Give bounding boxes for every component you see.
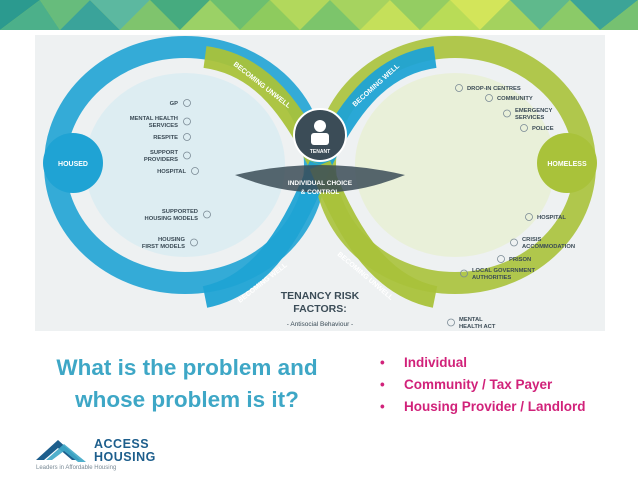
headline: What is the problem and whose problem is… bbox=[22, 352, 352, 416]
left-marker-icon bbox=[190, 238, 198, 247]
right-marker-icon bbox=[503, 109, 511, 118]
housed-label: HOUSED bbox=[58, 161, 88, 168]
center-label-line1: INDIVIDUAL CHOICE bbox=[288, 180, 353, 187]
center-label-line2: & CONTROL bbox=[301, 189, 340, 196]
housing-cycle-diagram: HOUSED HOMELESS TENANT INDIVIDUAL CHOICE… bbox=[35, 35, 605, 331]
left-item-label: SERVICES bbox=[149, 123, 178, 129]
access-housing-logo: ACCESS HOUSING Leaders in Affordable Hou… bbox=[36, 436, 206, 476]
tenancy-risk-item: - Antisocial Behaviour - bbox=[287, 321, 353, 328]
left-item-label: MENTAL HEALTH bbox=[130, 116, 178, 122]
right-item-label: SERVICES bbox=[515, 115, 544, 121]
tenant-label: TENANT bbox=[310, 149, 330, 155]
stakeholder-list: Individual Community / Tax Payer Housing… bbox=[378, 352, 586, 418]
left-item-label: HOUSING MODELS bbox=[145, 216, 199, 222]
right-item-label: HOSPITAL bbox=[537, 215, 566, 221]
left-marker-icon bbox=[183, 133, 191, 141]
left-item-label: HOSPITAL bbox=[157, 169, 186, 175]
tenancy-risk-title-line1: TENANCY RISK bbox=[281, 290, 360, 302]
right-marker-icon bbox=[460, 269, 468, 278]
headline-line2: whose problem is it? bbox=[75, 387, 299, 412]
left-marker-icon bbox=[183, 117, 191, 126]
right-marker-icon bbox=[510, 238, 518, 247]
bullet-housing-provider: Housing Provider / Landlord bbox=[378, 396, 586, 418]
left-item-label: PROVIDERS bbox=[144, 157, 178, 163]
right-marker-icon bbox=[520, 124, 528, 132]
tenancy-risk-title-line2: FACTORS: bbox=[293, 303, 346, 315]
bullet-community: Community / Tax Payer bbox=[378, 374, 586, 396]
homeless-label: HOMELESS bbox=[547, 161, 587, 168]
right-item-label: CRISIS bbox=[522, 237, 541, 243]
left-item-label: GP bbox=[170, 101, 179, 107]
roof-icon bbox=[36, 440, 86, 462]
right-marker-icon bbox=[485, 94, 493, 102]
left-item-label: SUPPORTED bbox=[162, 209, 198, 215]
left-marker-icon bbox=[203, 210, 211, 219]
right-item-label: MENTAL bbox=[459, 317, 483, 323]
left-marker-icon bbox=[183, 99, 191, 107]
left-marker-icon bbox=[183, 151, 191, 160]
decorative-triangle-banner bbox=[0, 0, 638, 30]
left-item-label: FIRST MODELS bbox=[142, 244, 185, 250]
right-marker-icon bbox=[525, 213, 533, 221]
right-item-label: AUTHORITIES bbox=[472, 275, 511, 281]
left-item-label: SUPPORT bbox=[150, 150, 178, 156]
headline-line1: What is the problem and bbox=[56, 355, 318, 380]
logo-name: ACCESS HOUSING bbox=[94, 438, 156, 464]
right-item-label: ACCOMMODATION bbox=[522, 244, 575, 250]
left-item-label: HOUSING bbox=[158, 237, 186, 243]
right-item-label: COMMUNITY bbox=[497, 96, 533, 102]
right-item-label: LOCAL GOVERNMENT bbox=[472, 268, 535, 274]
right-item-label: DROP-IN CENTRES bbox=[467, 86, 521, 92]
logo-name-line1: ACCESS bbox=[94, 437, 150, 451]
right-item-label: POLICE bbox=[532, 126, 554, 132]
logo-name-line2: HOUSING bbox=[94, 450, 156, 464]
right-marker-icon bbox=[455, 84, 463, 92]
left-item-label: RESPITE bbox=[153, 135, 178, 141]
right-marker-icon bbox=[497, 255, 505, 263]
right-item-label: PRISON bbox=[509, 257, 531, 263]
right-item-label: EMERGENCY bbox=[515, 108, 552, 114]
left-marker-icon bbox=[191, 167, 199, 175]
bullet-individual: Individual bbox=[378, 352, 586, 374]
logo-tagline: Leaders in Affordable Housing bbox=[36, 465, 117, 471]
right-item-label: HEALTH ACT bbox=[459, 324, 496, 330]
right-marker-icon bbox=[447, 318, 455, 327]
